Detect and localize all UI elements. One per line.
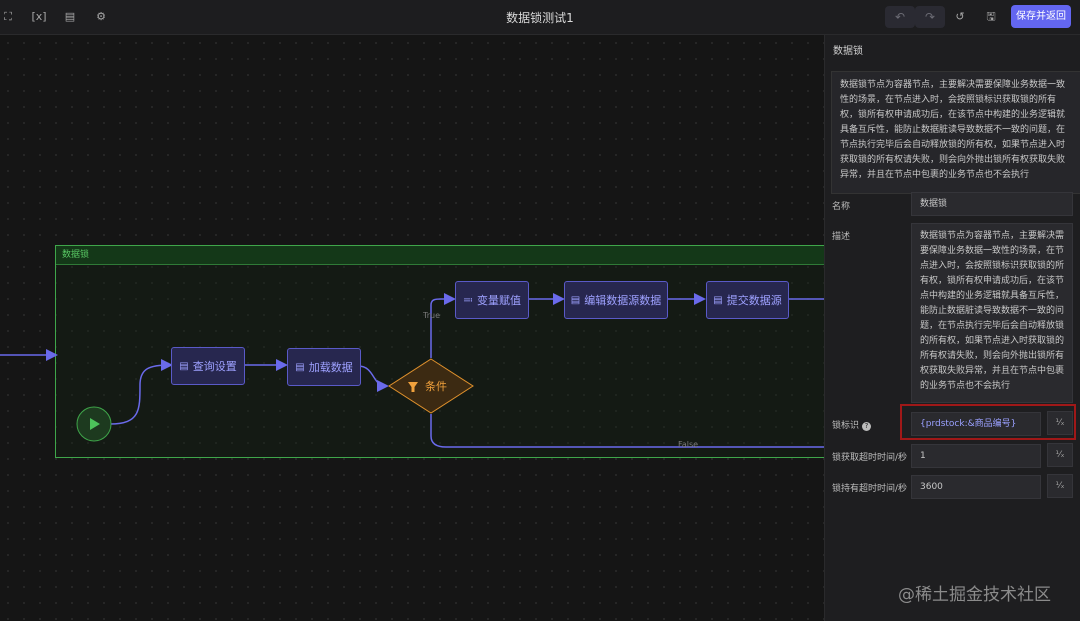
condition-label: 条件: [425, 380, 447, 393]
gear-icon[interactable]: ⚙: [96, 10, 106, 23]
edge-label-true: True: [423, 311, 440, 320]
lock-id-label: 锁标识?: [832, 418, 872, 431]
node-load-data[interactable]: ▤ 加载数据: [287, 348, 361, 386]
name-field[interactable]: 数据锁: [911, 192, 1073, 216]
lock-id-label-text: 锁标识: [832, 421, 860, 431]
save-and-return-button[interactable]: 保存并返回: [1011, 5, 1071, 28]
filter-icon: [408, 382, 418, 392]
node-label: 查询设置: [192, 360, 237, 373]
flow-edges: [0, 293, 824, 448]
node-edit-datasource[interactable]: ▤ 编辑数据源数据: [564, 281, 668, 319]
description-label: 描述: [832, 232, 851, 242]
acquire-timeout-expression-button[interactable]: ⅟ₓ: [1047, 443, 1073, 467]
flow-canvas[interactable]: [0, 35, 824, 621]
lock-id-expression-button[interactable]: ⅟ₓ: [1047, 411, 1073, 435]
layout-icon[interactable]: ⛶: [4, 10, 12, 23]
edge-label-false: False: [678, 440, 699, 449]
database-submit-icon: ▤: [713, 294, 723, 306]
play-icon: [90, 418, 100, 430]
assign-icon: ≕: [463, 294, 473, 306]
node-label: 变量赋值: [477, 294, 521, 307]
node-label: 加载数据: [308, 361, 353, 374]
top-bar: ⛶ [x] ▤ ⚙ 数据锁测试1 ↶ ↷ ↺ 🖫 保存并返回: [0, 0, 1080, 35]
properties-panel: 数据锁 数据锁节点为容器节点，主要解决需要保障业务数据一致性的场景，在节点进入时…: [824, 35, 1080, 621]
redo-button[interactable]: ↷: [915, 6, 945, 28]
hold-timeout-field[interactable]: 3600: [911, 475, 1041, 499]
save-icon[interactable]: 🖫: [986, 10, 996, 23]
acquire-timeout-label: 锁获取超时时间/秒: [832, 453, 908, 463]
revert-icon[interactable]: ↺: [955, 10, 965, 23]
group-label: 数据锁: [56, 246, 836, 265]
name-label: 名称: [832, 202, 851, 212]
highlight-annotation: [900, 404, 1076, 440]
database-icon: ▤: [295, 361, 305, 373]
node-condition[interactable]: [388, 358, 474, 414]
node-query-settings[interactable]: ▤ 查询设置: [171, 347, 245, 385]
description-field[interactable]: 数据锁节点为容器节点，主要解决需要保障业务数据一致性的场景，在节点进入时，会按照…: [911, 223, 1073, 403]
edge-load-condition: [357, 365, 389, 392]
database-edit-icon: ▤: [570, 294, 581, 306]
node-variable-assign[interactable]: ≕ 变量赋值: [455, 281, 529, 319]
hold-timeout-expression-button[interactable]: ⅟ₓ: [1047, 474, 1073, 498]
variable-icon[interactable]: [x]: [31, 10, 47, 23]
database-icon[interactable]: ▤: [64, 10, 76, 23]
lock-id-field[interactable]: {prdstock:&商品编号}: [911, 412, 1041, 436]
node-label: 编辑数据源数据: [584, 294, 662, 307]
node-description-info: 数据锁节点为容器节点，主要解决需要保障业务数据一致性的场景，在节点进入时，会按照…: [831, 71, 1080, 194]
node-label: 提交数据源: [726, 294, 782, 307]
page-title: 数据锁测试1: [506, 11, 574, 25]
hold-timeout-label: 锁持有超时时间/秒: [832, 484, 908, 494]
undo-button[interactable]: ↶: [885, 6, 915, 28]
help-icon[interactable]: ?: [862, 422, 872, 431]
node-submit-datasource[interactable]: ▤ 提交数据源: [706, 281, 789, 319]
watermark: @稀土掘金技术社区: [898, 585, 1051, 605]
panel-title: 数据锁: [833, 46, 863, 57]
edge-false: [430, 414, 824, 448]
database-icon: ▤: [179, 360, 189, 372]
edge-true: [430, 293, 456, 358]
edge-start-query: [109, 359, 173, 425]
acquire-timeout-field[interactable]: 1: [911, 444, 1041, 468]
